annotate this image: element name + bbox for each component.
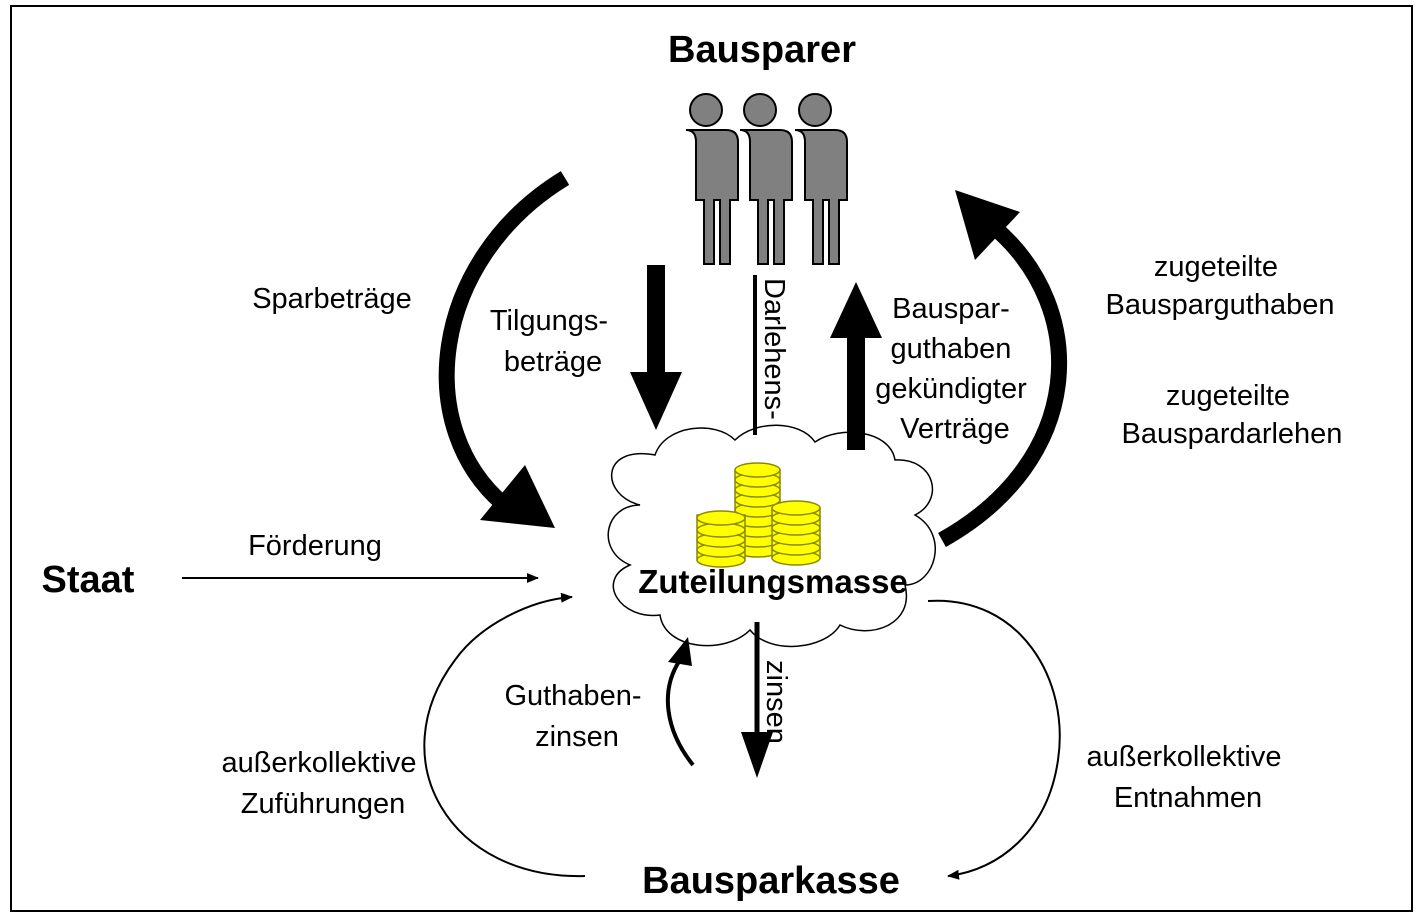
label-gekuendigt-line4: Verträge <box>900 413 1010 445</box>
label-ak-entnahmen: außerkollektive Entnahmen <box>1086 741 1289 814</box>
label-foerderung: Förderung <box>248 530 382 562</box>
label-ak-zufuehrungen-line2: Zuführungen <box>241 788 405 820</box>
label-zugeteilte-guthaben-line2: Bausparguthaben <box>1106 289 1335 321</box>
label-tilgung: Tilgungs- beträge <box>490 305 616 378</box>
label-ak-zufuehrungen-line1: außerkollektive <box>221 747 416 779</box>
label-tilgung-line1: Tilgungs- <box>490 305 608 337</box>
label-zugeteilte-darlehen: zugeteilte Bauspardarlehen <box>1122 380 1343 450</box>
label-gekuendigt-line2: guthaben <box>890 333 1011 365</box>
coin-stack-icon <box>696 462 821 568</box>
label-zugeteilte-darlehen-line1: zugeteilte <box>1166 380 1290 412</box>
label-darlehens: Darlehens- <box>758 278 790 420</box>
arrow-zinsen-head <box>741 732 773 778</box>
node-staat-label: Staat <box>42 559 135 601</box>
arrow-guthabenzinsen <box>665 658 695 767</box>
label-gekuendigt-line1: Bauspar- <box>892 293 1010 325</box>
arrow-gekuendigt-head <box>830 282 882 338</box>
arrow-zugeteilte <box>938 221 1068 547</box>
label-zugeteilte-guthaben: zugeteilte Bausparguthaben <box>1106 251 1335 321</box>
people-group-icon <box>685 93 848 265</box>
arrow-sparbetraege <box>438 171 570 515</box>
label-ak-entnahmen-line1: außerkollektive <box>1086 741 1281 773</box>
label-ak-zufuehrungen: außerkollektive Zuführungen <box>221 747 424 820</box>
label-tilgung-line2: beträge <box>504 346 602 378</box>
label-sparbetraege: Sparbeträge <box>252 283 412 315</box>
label-gekuendigt-line3: gekündigter <box>875 373 1027 405</box>
label-guthabenzinsen-line2: zinsen <box>535 721 619 753</box>
label-guthabenzinsen: Guthaben- zinsen <box>504 680 649 753</box>
arrow-entnahmen <box>927 599 1061 880</box>
arrow-zugeteilte-head <box>955 190 1020 260</box>
arrow-guthabenzinsen-head <box>668 637 692 666</box>
label-zinsen: zinsen <box>760 660 792 744</box>
label-guthabenzinsen-line1: Guthaben- <box>504 680 641 712</box>
arrow-zufuehrungen <box>423 592 586 878</box>
label-zugeteilte-darlehen-line2: Bauspardarlehen <box>1122 418 1343 450</box>
arrow-sparbetraege-head <box>480 465 555 528</box>
arrow-tilgung-head <box>630 372 682 430</box>
label-gekuendigt: Bauspar- guthaben gekündigter Verträge <box>875 293 1035 445</box>
label-zugeteilte-guthaben-line1: zugeteilte <box>1154 251 1278 283</box>
node-bausparer-label: Bausparer <box>668 29 856 71</box>
node-zuteilungsmasse-label: Zuteilungsmasse <box>638 563 908 600</box>
node-bausparkasse-label: Bausparkasse <box>642 860 900 902</box>
label-ak-entnahmen-line2: Entnahmen <box>1114 782 1262 814</box>
